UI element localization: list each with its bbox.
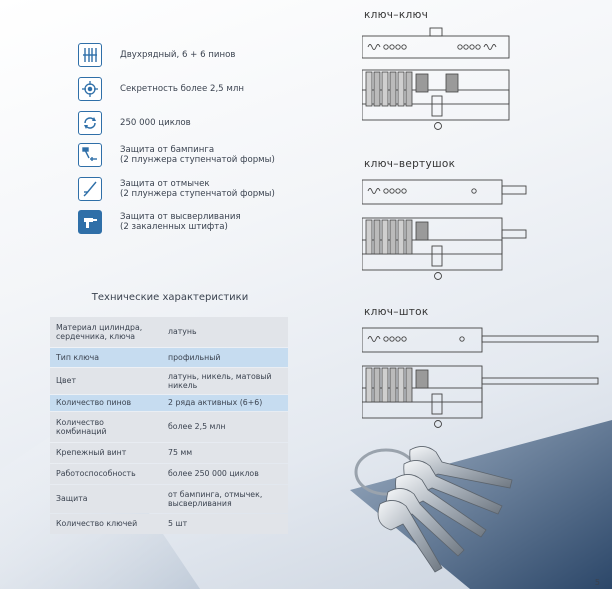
cycle-arrows-icon xyxy=(78,111,102,135)
feature-subtext: (2 закаленных штифта) xyxy=(120,222,228,232)
feature-double-row: Двухрядный, 6 + 6 пинов xyxy=(78,43,338,69)
spec-value: 2 ряда активных (6+6) xyxy=(162,395,288,411)
spec-value: более 2,5 млн xyxy=(162,412,288,442)
cylinder-diagram-key-key xyxy=(362,27,510,130)
feature-text: Защита от отмычек xyxy=(120,179,210,189)
lock-pick-icon xyxy=(78,177,102,201)
feature-text: Защита от высверливания xyxy=(120,212,241,222)
feature-text: Двухрядный, 6 + 6 пинов xyxy=(120,50,236,60)
spec-value: более 250 000 циклов xyxy=(162,464,288,484)
spec-key: Работоспособность xyxy=(50,464,162,484)
feature-drill-protection: Защита от высверливания (2 закаленных шт… xyxy=(78,210,338,236)
bump-hammer-icon xyxy=(78,143,102,167)
section-title-key-key: ключ–ключ xyxy=(364,9,429,21)
spec-value: 5 шт xyxy=(162,514,288,534)
page-number: 5 xyxy=(594,578,600,587)
spec-key: Цвет xyxy=(50,368,162,394)
feature-cycles: 250 000 циклов xyxy=(78,111,338,137)
feature-text: Секретность более 2,5 млн xyxy=(120,84,244,94)
section-title-key-rod: ключ–шток xyxy=(364,306,429,318)
spec-value: 75 мм xyxy=(162,443,288,463)
spec-key: Количество пинов xyxy=(50,395,162,411)
section-title-key-thumb: ключ–вертушок xyxy=(364,158,456,170)
spec-key: Количество ключей xyxy=(50,514,162,534)
cylinder-diagram-key-thumb xyxy=(362,179,527,280)
spec-value: латунь xyxy=(162,317,288,347)
spec-key: Крепежный винт xyxy=(50,443,162,463)
feature-secrecy: Секретность более 2,5 млн xyxy=(78,77,338,103)
feature-subtext: (2 плунжера ступенчатой формы) xyxy=(120,155,275,165)
spec-value: латунь, никель, матовый никель xyxy=(162,368,288,394)
spec-key: Тип ключа xyxy=(50,348,162,367)
feature-subtext: (2 плунжера ступенчатой формы) xyxy=(120,189,275,199)
spec-value: профильный xyxy=(162,348,288,367)
feature-bump-protection: Защита от бампинга (2 плунжера ступенчат… xyxy=(78,143,338,169)
double-row-pins-icon xyxy=(78,43,102,67)
spec-value: от бампинга, отмычек, высверливания xyxy=(162,485,288,513)
spec-key: Защита xyxy=(50,485,162,513)
feature-text: Защита от бампинга xyxy=(120,145,215,155)
drill-icon xyxy=(78,210,102,234)
spec-key: Количество комбинаций xyxy=(50,412,162,442)
cylinder-diagram-key-rod xyxy=(362,327,599,428)
tech-specs-title: Технические характеристики xyxy=(91,292,249,303)
feature-pick-protection: Защита от отмычек (2 плунжера ступенчато… xyxy=(78,177,338,203)
spec-key: Материал цилиндра, сердечника, ключа xyxy=(50,317,162,347)
feature-text: 250 000 циклов xyxy=(120,118,191,128)
keys-bundle-image xyxy=(354,446,513,573)
target-crosshair-icon xyxy=(78,77,102,101)
